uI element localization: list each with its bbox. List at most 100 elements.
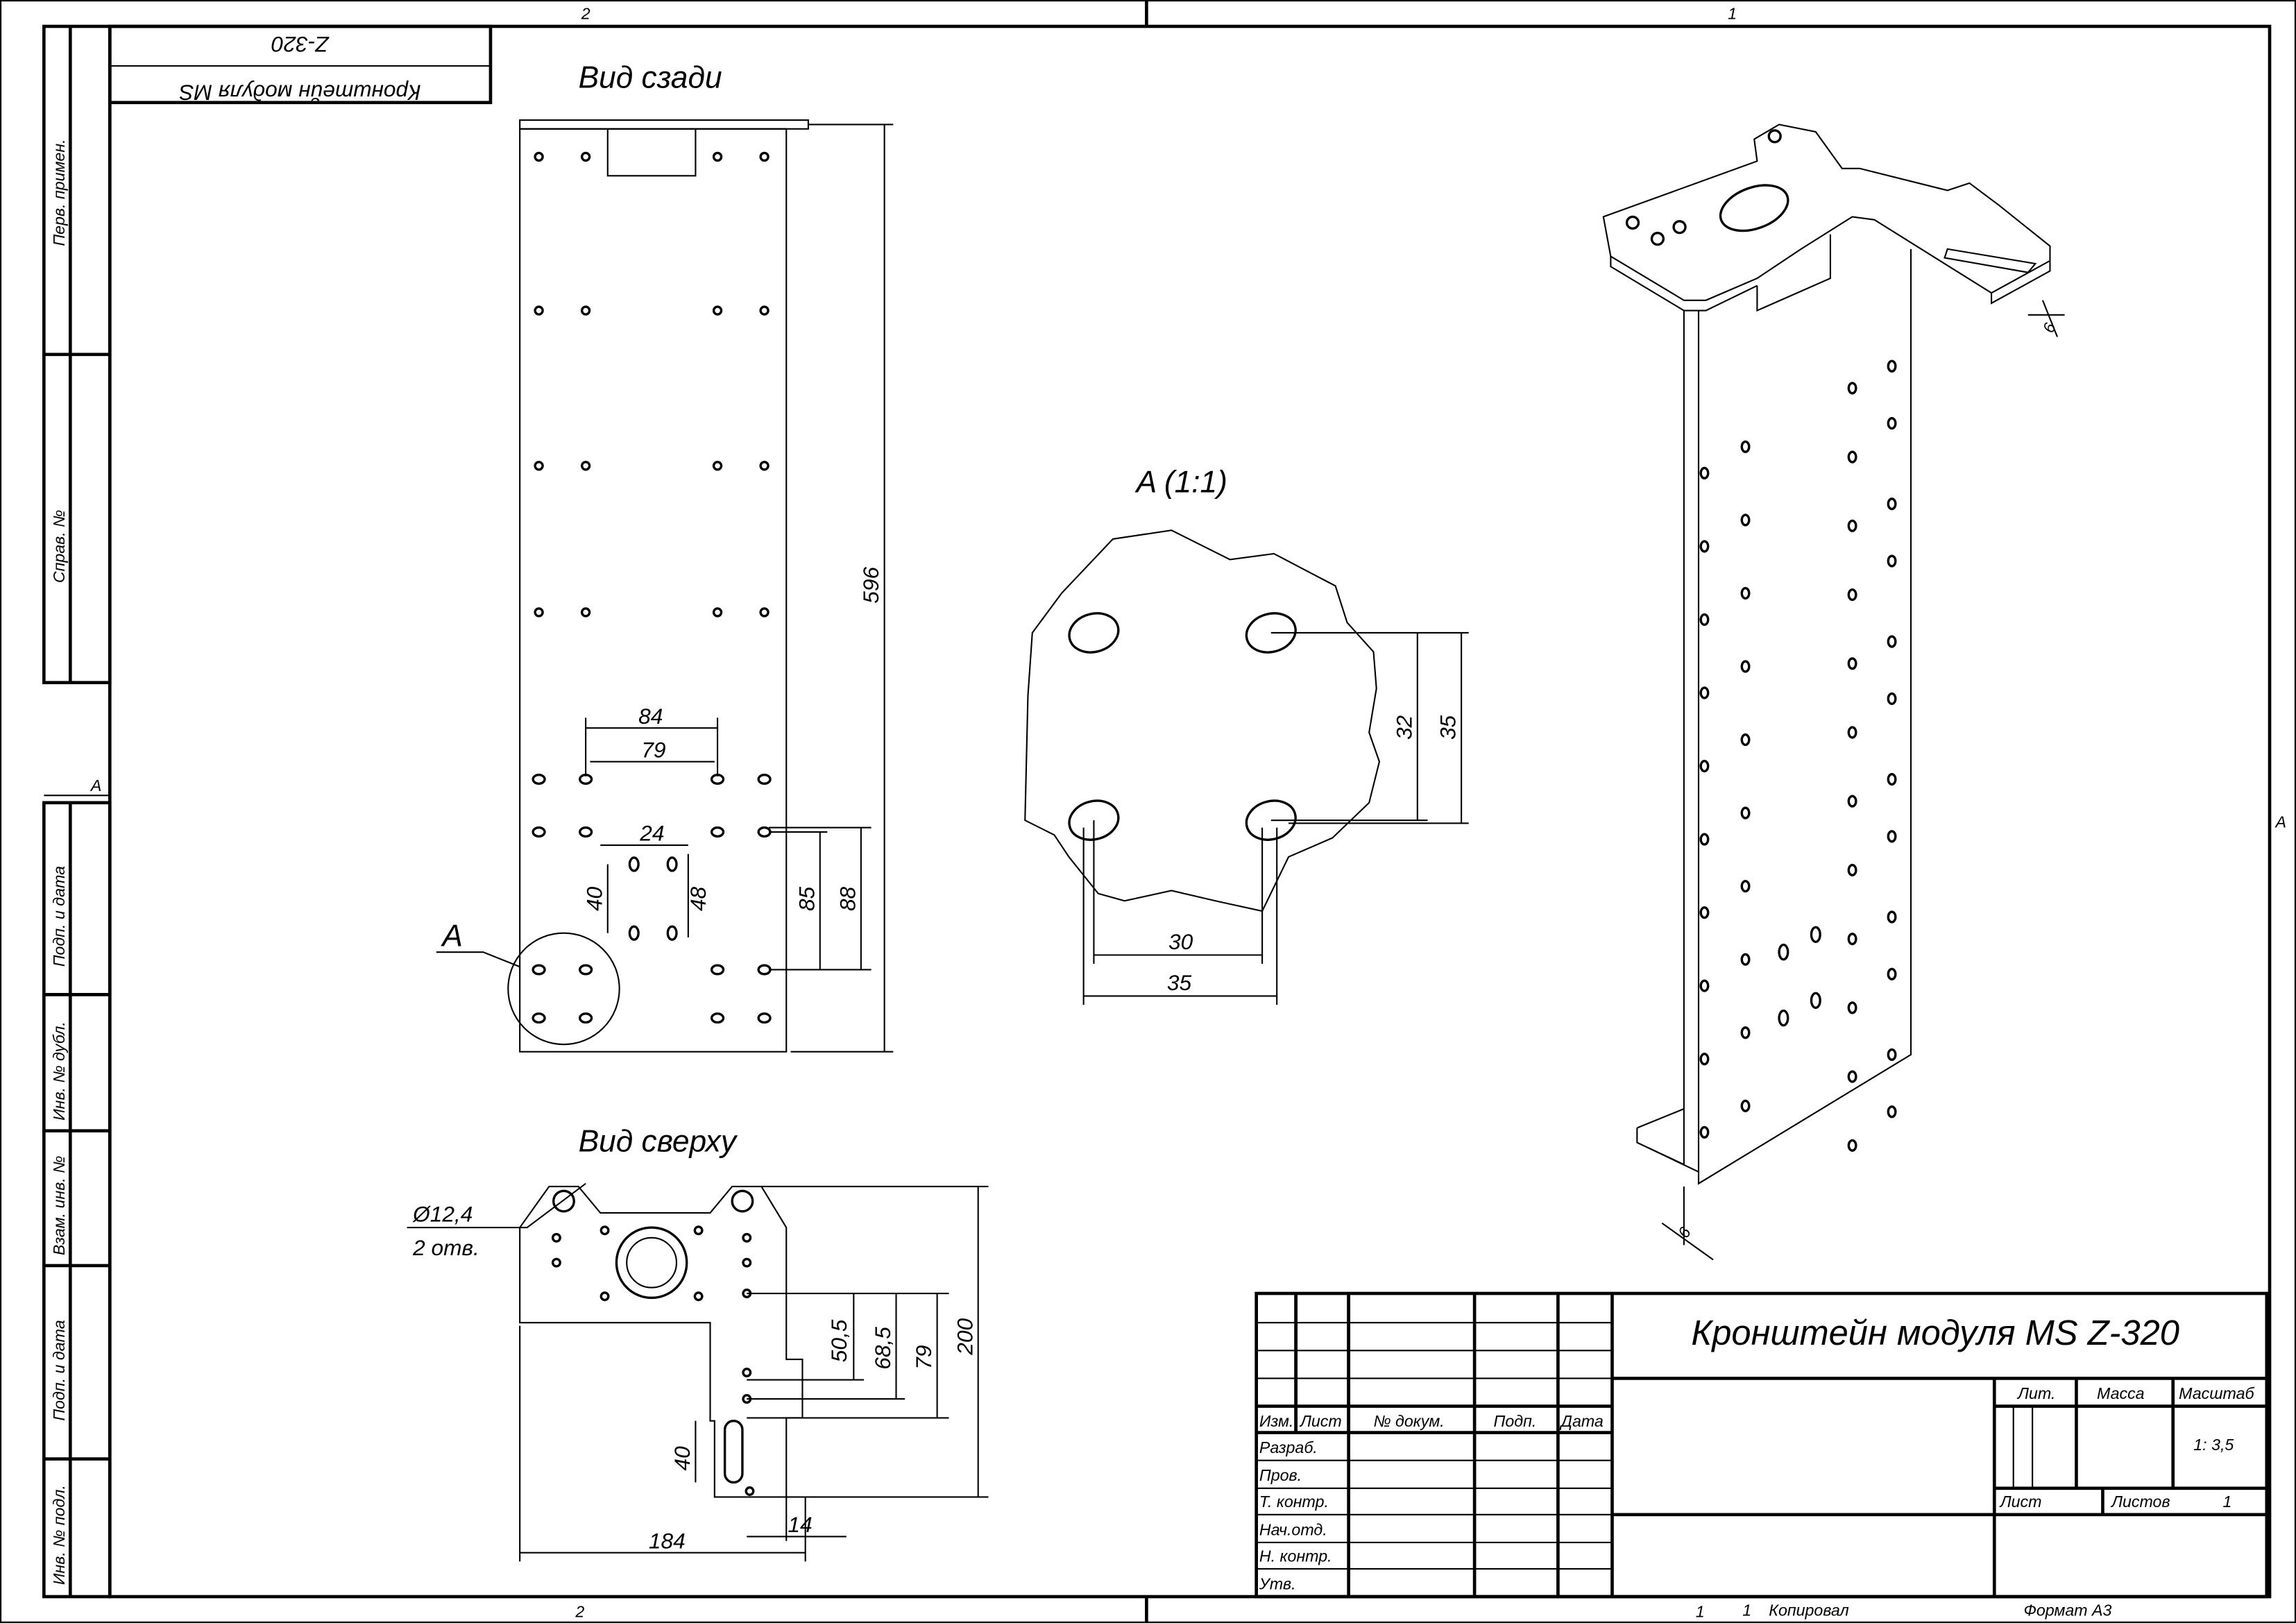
zone-bottom-2: 2 (575, 1603, 584, 1621)
hole (1887, 554, 1897, 568)
slot-hole (628, 925, 640, 941)
dim-35-horizontal: 35 (1167, 970, 1192, 995)
hole (1740, 586, 1751, 600)
hole (693, 1291, 704, 1302)
hole (1699, 979, 1710, 992)
tb-header-ndoc: № докум. (1373, 1412, 1444, 1430)
side-label-podp-data-2: Подп. и дата (50, 1320, 68, 1420)
hole (759, 607, 769, 618)
hole (1847, 588, 1857, 602)
hole (1699, 466, 1710, 479)
hole (1740, 953, 1751, 966)
hole (580, 305, 591, 316)
hole (1847, 1139, 1857, 1152)
hole (1887, 417, 1897, 430)
dim-50-5: 50,5 (826, 1319, 851, 1362)
hole (1810, 992, 1821, 1010)
iso-holes (1625, 129, 1897, 1152)
hole (1887, 692, 1897, 706)
rear-view-title: Вид сзади (579, 61, 722, 95)
tb-header-data: Дата (1559, 1412, 1604, 1430)
hole (1740, 806, 1751, 819)
zone-top-1: 1 (1728, 4, 1737, 22)
hole (745, 1486, 755, 1496)
tb-role-nkontr: Н. контр. (1259, 1547, 1332, 1565)
hole (712, 461, 723, 471)
tb-role-tkontr: Т. контр. (1259, 1493, 1329, 1511)
tb-header-izm: Изм. (1259, 1412, 1293, 1430)
hole (1847, 863, 1857, 877)
side-label-inv-podl: Инв. № подл. (50, 1485, 68, 1585)
hole (1810, 926, 1821, 944)
hole (742, 1232, 752, 1243)
drawing-title: Кронштейн модуля MS Z-320 (1691, 1313, 2179, 1352)
hole (534, 461, 544, 471)
tb-sheet-label: Лист (1999, 1493, 2042, 1511)
hole (599, 1291, 610, 1302)
dim-48: 48 (686, 886, 711, 911)
slot-hole (757, 774, 772, 785)
hole (1847, 382, 1857, 395)
hole (1699, 613, 1710, 627)
detail-view-title: A (1:1) (1134, 465, 1227, 499)
zone-bottom-1: 1 (1696, 1603, 1705, 1621)
zone-side-a-right: A (2274, 813, 2286, 831)
hole (1887, 772, 1897, 786)
slot-hole (666, 925, 678, 941)
copied-label: Копировал (1769, 1601, 1848, 1619)
hole (1847, 1070, 1857, 1083)
rear-view: Вид сзади 596 84 79 24 40 48 85 88 A (436, 61, 894, 1053)
tb-role-nachotd: Нач.отд. (1259, 1520, 1327, 1538)
tb-role-utv: Утв. (1259, 1574, 1296, 1592)
hole (1699, 906, 1710, 919)
rear-holes (532, 151, 772, 1024)
stamp-upside-down: Кронштейн модуля MS Z-320 (108, 24, 493, 105)
dim-184: 184 (649, 1528, 686, 1553)
slot-hole (579, 964, 593, 976)
hole (1847, 726, 1857, 739)
hole (759, 305, 769, 316)
title-block: Кронштейн модуля MS Z-320 Изм. Лист № до… (1255, 1291, 2269, 1599)
tb-lit-label: Лит. (2016, 1384, 2055, 1402)
detail-view-a: A (1:1) 32 35 30 35 (1024, 465, 1469, 1005)
dim-30: 30 (1168, 929, 1193, 954)
slot-hole (579, 826, 593, 838)
hole (693, 1225, 704, 1236)
side-label-perv-primen: Перв. примен. (50, 139, 68, 246)
format-label: Формат А3 (2023, 1601, 2111, 1619)
dim-68-5: 68,5 (870, 1327, 895, 1370)
hole (1740, 440, 1751, 453)
slot-hole (628, 856, 640, 872)
tb-role-razrab: Разраб. (1259, 1438, 1318, 1456)
hole (1672, 220, 1687, 235)
tb-role-prov: Пров. (1259, 1466, 1302, 1484)
tb-sheets-count: 1 (2222, 1493, 2231, 1511)
hole (1887, 1105, 1897, 1119)
dim-thickness-top: 6 (2039, 321, 2059, 335)
dim-596: 596 (858, 567, 883, 604)
hole (1847, 519, 1857, 532)
slot-hole (532, 964, 546, 976)
side-label-inv-dubl: Инв. № дубл. (50, 1021, 68, 1121)
hole (1767, 129, 1782, 144)
dim-35-vertical: 35 (1436, 715, 1461, 740)
isometric-view: 6 6 (1602, 124, 2065, 1261)
zone-top-2: 2 (581, 4, 590, 22)
hole (1847, 933, 1857, 946)
top-view: Вид сверху Ø12,4 2 отв. 200 79 68,5 50,5… (407, 1124, 989, 1562)
hole (1699, 540, 1710, 553)
stamp-line1: Кронштейн модуля MS (179, 80, 420, 105)
hole (1778, 1009, 1789, 1027)
hole (1740, 1026, 1751, 1039)
hole (1887, 635, 1897, 648)
dim-32: 32 (1391, 715, 1416, 740)
hole (759, 151, 769, 162)
hole (1650, 231, 1665, 246)
hole (1699, 686, 1710, 699)
tb-header-podp: Подп. (1494, 1412, 1537, 1430)
hole (1699, 833, 1710, 846)
dim-88: 88 (835, 886, 860, 911)
slot-hole (532, 774, 546, 785)
